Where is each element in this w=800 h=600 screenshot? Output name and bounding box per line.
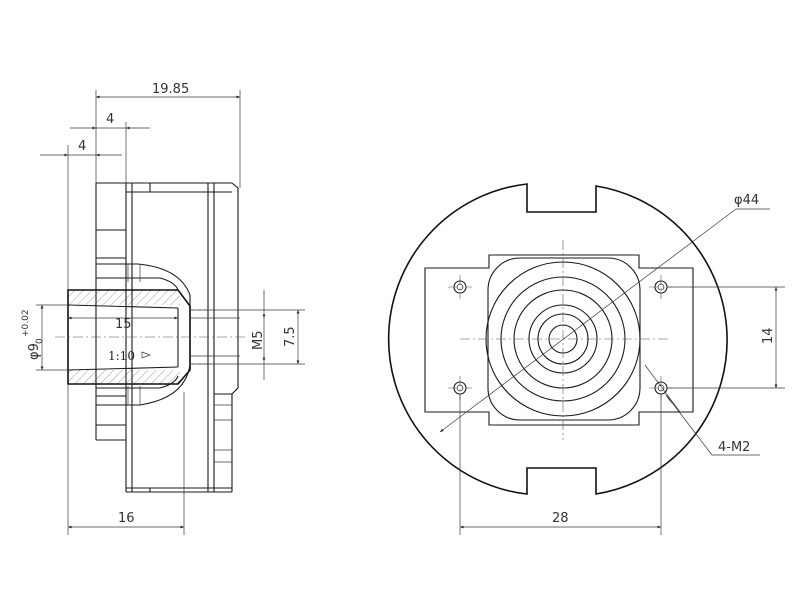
dim-label-hole-spacing-horizontal: 28: [552, 511, 569, 526]
dim-thread: M5: [251, 290, 266, 380]
flange-plate: [424, 254, 694, 426]
mount-hole: [448, 275, 472, 299]
side-view: 19.85 4 4 15 1:10: [21, 82, 305, 535]
dim-label-bore-tolerance-low: 0: [35, 338, 45, 344]
callout-holes: 4-M2: [644, 364, 760, 456]
dim-label-flange-top: 4: [106, 112, 114, 127]
dim-hole-spacing-horizontal: 28: [459, 394, 662, 535]
dim-bore-diameter: φ9 +0.02 0: [21, 304, 68, 371]
dim-label-bore-depth: 15: [115, 317, 132, 332]
outer-contour: [387, 183, 728, 495]
dim-thread-depth: 7.5: [190, 309, 305, 365]
dim-hole-spacing-vertical: 14: [667, 286, 785, 389]
dim-flange-top: 4: [70, 112, 150, 183]
dim-label-base-length: 16: [118, 511, 135, 526]
dim-overall-length: 19.85: [95, 82, 241, 188]
dim-label-outer-diameter: φ44: [734, 193, 759, 208]
dim-label-overall-length: 19.85: [152, 82, 189, 97]
taper-symbol: [141, 351, 151, 359]
dim-label-holes: 4-M2: [718, 440, 750, 455]
mounting-holes: [448, 275, 673, 400]
dim-label-thread: M5: [251, 331, 266, 351]
dim-base-length: 16: [67, 384, 185, 535]
dim-label-thread-depth: 7.5: [283, 326, 298, 347]
taper-note: 1:10: [108, 349, 151, 363]
dim-label-hole-spacing-vertical: 14: [761, 327, 776, 344]
shaft: [55, 289, 245, 385]
dim-outer-diameter: φ44: [439, 193, 770, 433]
dim-label-flange-lower: 4: [78, 139, 86, 154]
dim-bore-depth: 15: [68, 316, 178, 332]
dim-label-bore-diameter: φ9: [27, 343, 42, 360]
dim-flange-lower: 4: [40, 139, 122, 290]
front-view: φ44 14 28 4-M2: [387, 183, 785, 535]
taper-label: 1:10: [108, 349, 135, 363]
dim-label-bore-tolerance: +0.02: [21, 309, 31, 337]
body-outline: [95, 182, 239, 493]
